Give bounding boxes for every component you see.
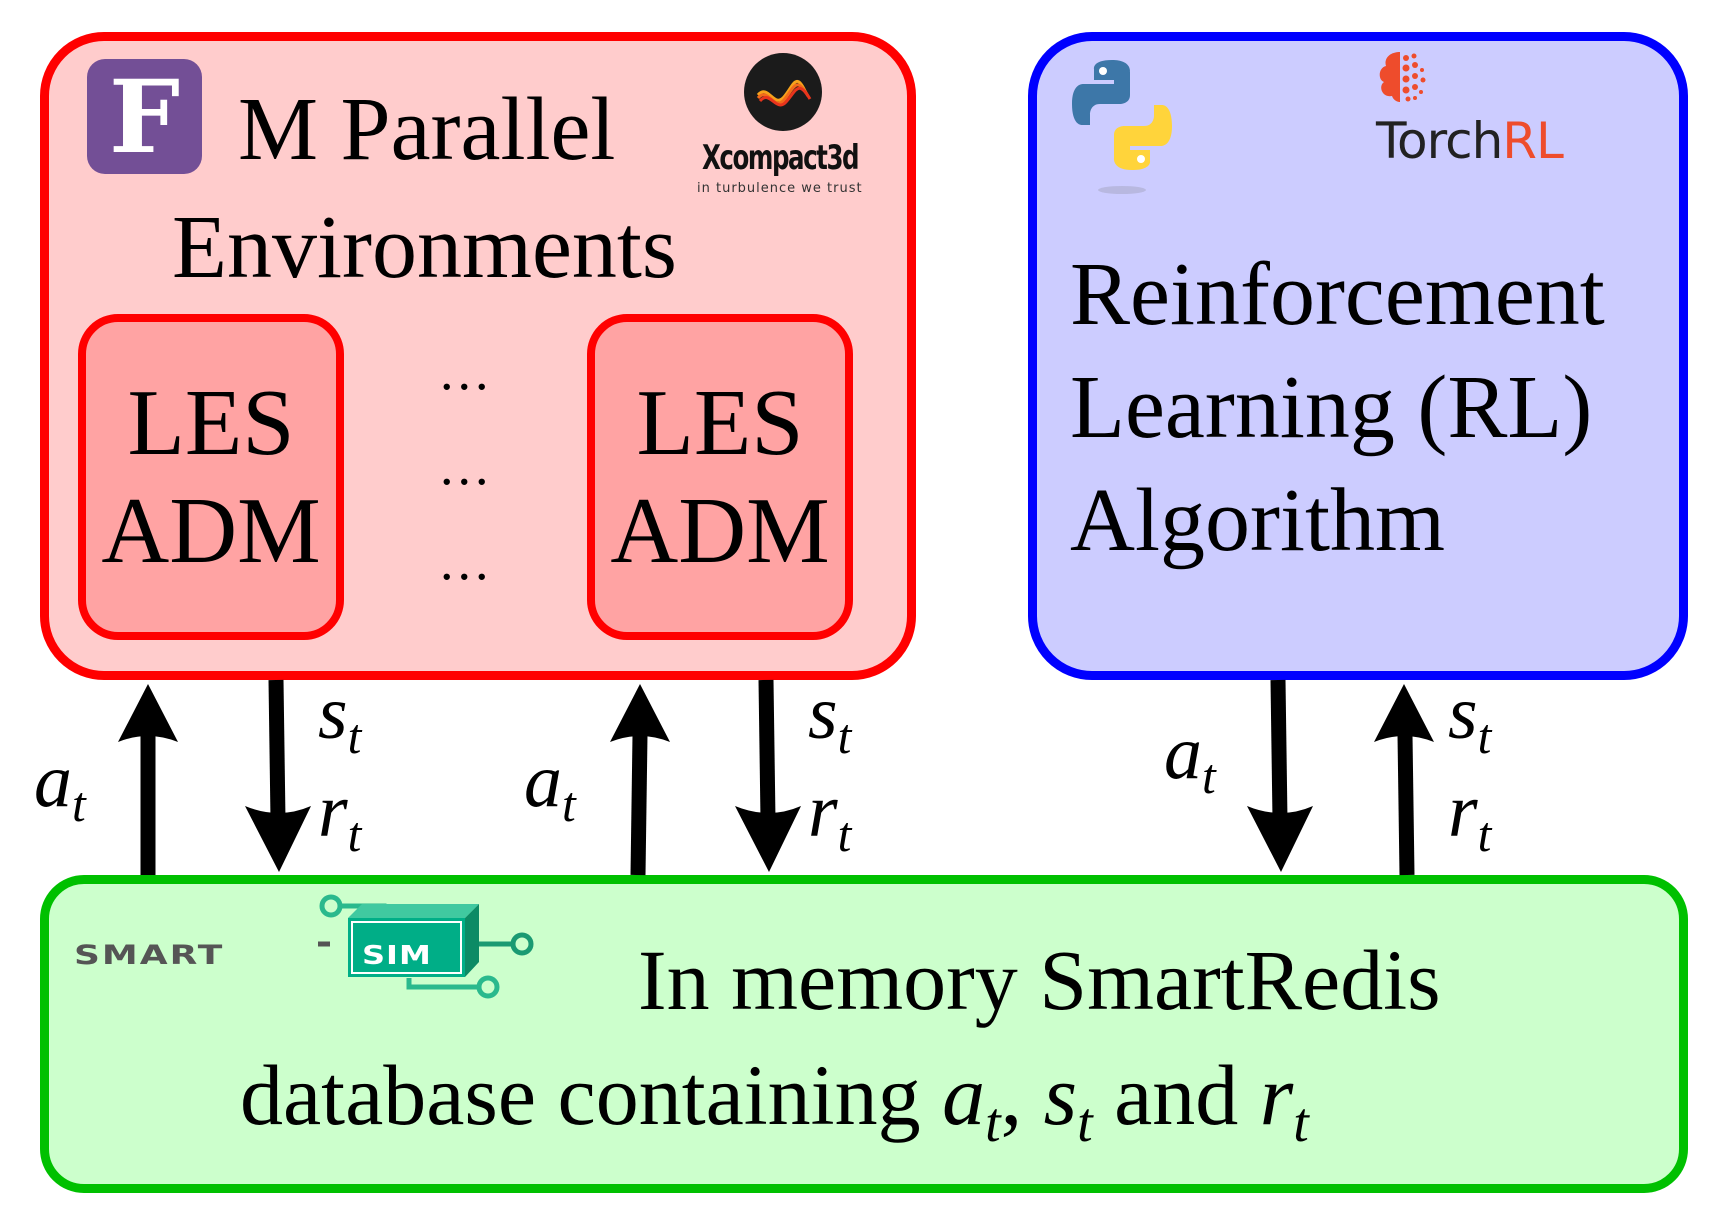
label-action-env-1: at [34, 739, 86, 832]
rl-line-2: Learning (RL) [1070, 358, 1593, 457]
label-reward-env-m: rt [808, 769, 852, 862]
label-action-rl: at [1164, 711, 1216, 804]
fortran-logo-icon: F [87, 59, 202, 174]
torchrl-prefix: Torch [1376, 112, 1503, 170]
env-1-line-2: ADM [101, 479, 321, 583]
db-state-symbol: st [1043, 1047, 1093, 1154]
xcompact3d-logo-icon [744, 53, 822, 131]
label-state-env-m: st [808, 671, 852, 764]
arrow-action-from-rl [1247, 679, 1313, 872]
arrow-state-reward-from-env-1 [245, 679, 311, 872]
les-adm-environment-m: LES ADM [587, 314, 853, 640]
arrow-action-to-env-1 [118, 684, 178, 875]
ellipsis-top: ... [440, 341, 493, 401]
label-state-env-1: st [318, 671, 362, 764]
label-reward-rl: rt [1448, 769, 1492, 862]
xcompact3d-name: Xcompact3d [702, 138, 860, 178]
smartredis-database-box [40, 875, 1688, 1193]
rl-line-3: Algorithm [1070, 471, 1445, 570]
env-1-line-1: LES [127, 371, 295, 475]
db-reward-symbol: rt [1259, 1047, 1309, 1154]
env-m-line-1: LES [636, 371, 804, 475]
xcompact3d-tagline: in turbulence we trust [697, 181, 863, 196]
rl-algorithm-label: Reinforcement Learning (RL) Algorithm [1070, 238, 1605, 577]
arrow-state-reward-from-env-m [735, 679, 801, 872]
database-line-2: database containing at, st and rt [240, 1047, 1309, 1154]
env-m-line-2: ADM [610, 479, 830, 583]
environments-title-line-2: Environments [172, 198, 677, 297]
torchrl-name: TorchRL [1376, 112, 1564, 170]
database-line-2-prefix: database containing [240, 1047, 943, 1143]
smartsim-smart-word: SMART [74, 940, 225, 971]
database-line-1: In memory SmartRedis [638, 932, 1441, 1028]
label-action-env-m: at [524, 739, 576, 832]
ellipsis-middle: ... [440, 436, 493, 496]
label-reward-env-1: rt [318, 769, 362, 862]
label-state-rl: st [1448, 671, 1492, 764]
db-action-symbol: at [942, 1047, 1001, 1154]
ellipsis-bottom: ... [440, 531, 493, 591]
rl-line-1: Reinforcement [1070, 245, 1605, 344]
torchrl-suffix: RL [1502, 112, 1564, 170]
environments-title-line-1: M Parallel [238, 80, 616, 179]
smartsim-sim-word: SIM [362, 940, 432, 971]
arrow-action-to-env-m [610, 684, 670, 876]
arrow-state-reward-to-rl [1374, 684, 1434, 876]
les-adm-environment-1: LES ADM [78, 314, 344, 640]
